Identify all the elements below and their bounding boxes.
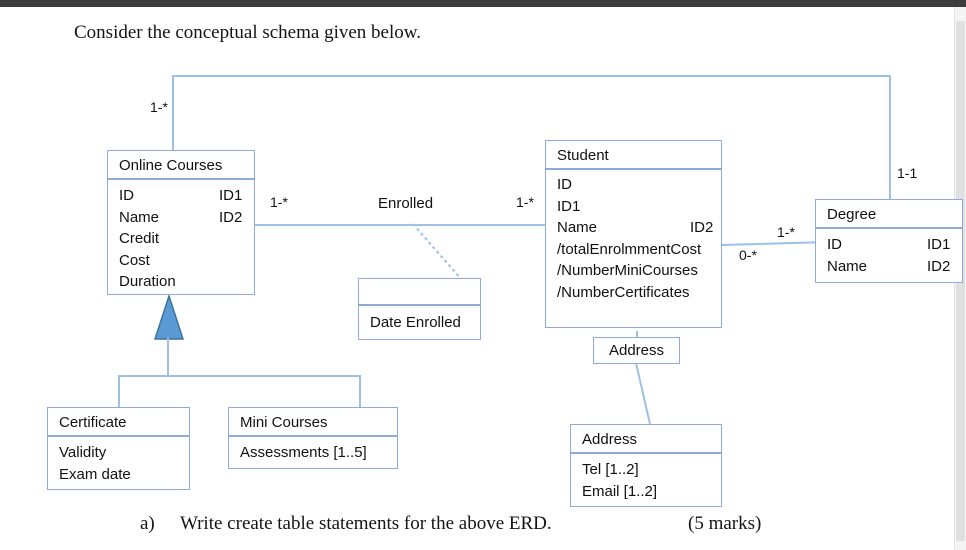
generalization-triangle-icon [153,294,185,340]
attribute-name: ID [827,236,842,253]
line-courses-up [172,75,174,151]
line-enrolled-dashed [412,223,470,289]
attribute-key: ID2 [690,219,714,236]
class-student[interactable]: Student ID ID1 Name ID2 /totalEnrolmment… [545,140,722,328]
line-student-degree [721,241,815,246]
window-toolbar-strip [0,0,966,7]
attribute-name: Name [827,257,868,275]
attribute-key: ID2 [219,208,243,226]
question-text: Write create table statements for the ab… [179,513,552,534]
multiplicity-enrolled-source: 1-* [270,194,288,210]
association-name-enrolled: Enrolled [378,195,434,212]
attribute-name: Email [1..2] [582,482,658,500]
line-degree-down [889,75,891,202]
attribute-name: Assessments [1..5] [240,444,367,461]
question-label: a) [140,513,155,534]
prompt-text: Consider the conceptual schema given bel… [74,22,421,43]
line-generalization-stem [167,338,169,375]
attribute-name: Exam date [59,465,131,483]
class-degree[interactable]: Degree ID ID1 Name ID2 [815,199,963,283]
class-certificate[interactable]: Certificate Validity Exam date [47,407,190,490]
derived-attribute: /NumberMiniCourses [557,260,721,282]
multiplicity-courses-degree-left: 1-* [150,99,168,115]
multiplicity-student-degree-right: 1-* [777,224,795,240]
class-online-courses-attributes: ID ID1 Name ID2 Credit Cost Duration [107,179,255,295]
line-student-address [636,331,638,338]
attribute-row: ID1 [557,196,721,218]
attribute-key: ID2 [927,257,951,275]
attribute-name: ID [557,176,572,193]
attribute-name: Credit [119,230,160,247]
line-to-certificate [118,375,120,408]
attribute-row: ID [557,174,721,196]
question-marks: (5 marks) [688,513,762,534]
multiplicity-courses-degree-right: 1-1 [897,165,918,181]
attribute-name: Tel [1..2] [582,461,639,478]
derived-attribute-label: /NumberCertificates [557,283,690,301]
attribute-name: Duration [119,273,176,290]
class-degree-attributes: ID ID1 Name ID2 [815,228,963,283]
attribute-row: ID ID1 [827,234,962,256]
attribute-row: Date Enrolled [370,312,480,334]
attribute-row: Tel [1..2] [582,459,721,481]
class-mini-courses-attributes: Assessments [1..5] [228,436,398,469]
attribute-row: Name ID2 [119,207,254,229]
derived-attribute: /NumberCertificates [557,282,721,304]
line-to-mini-courses [359,375,361,408]
association-label-address[interactable]: Address [593,337,680,364]
attribute-name: ID [119,187,134,204]
class-certificate-attributes: Validity Exam date [47,436,190,490]
multiplicity-student-degree-left: 0-* [739,247,757,263]
class-student-title: Student [545,140,722,169]
attribute-name: Date Enrolled [370,314,461,331]
attribute-row: ID ID1 [119,185,254,207]
class-mini-courses-title: Mini Courses [228,407,398,436]
class-date-enrolled-attributes: Date Enrolled [358,305,481,340]
attribute-row: Name ID2 [827,256,962,278]
line-courses-degree-top [172,75,891,77]
class-degree-title: Degree [815,199,963,228]
derived-attribute-label: /NumberMiniCourses [557,262,698,279]
class-student-attributes: ID ID1 Name ID2 /totalEnrolmmentCost /Nu… [545,169,722,328]
multiplicity-enrolled-target: 1-* [516,194,534,210]
class-date-enrolled-title [358,278,481,305]
class-online-courses[interactable]: Online Courses ID ID1 Name ID2 Credit Co… [107,150,255,295]
line-generalization-split [118,375,361,377]
class-date-enrolled[interactable]: Date Enrolled [358,278,481,340]
derived-attribute: /totalEnrolmmentCost [557,240,702,258]
attribute-row: Cost [119,250,254,272]
attribute-row: Email [1..2] [582,481,721,503]
attribute-name: Cost [119,251,150,269]
attribute-row: Assessments [1..5] [240,442,397,464]
line-address-diagonal [635,362,651,425]
class-online-courses-title: Online Courses [107,150,255,179]
line-enrolled [249,224,545,226]
attribute-key: ID1 [927,236,951,253]
attribute-name: Name [557,219,598,236]
attribute-row: Exam date [59,464,189,486]
class-certificate-title: Certificate [47,407,190,436]
attribute-name: ID1 [557,197,581,215]
attribute-key: ID1 [219,187,243,204]
attribute-row: Name ID2 [557,217,721,239]
class-address[interactable]: Address Tel [1..2] Email [1..2] [570,424,722,507]
attribute-row: Duration [119,271,254,293]
attribute-name: Validity [59,444,107,461]
class-address-attributes: Tel [1..2] Email [1..2] [570,453,722,507]
attribute-row: Credit [119,228,254,250]
attribute-name: Name [119,208,160,226]
class-mini-courses[interactable]: Mini Courses Assessments [1..5] [228,407,398,469]
class-address-title: Address [570,424,722,453]
attribute-row: Validity [59,442,189,464]
question-caption: a) Write create table statements for the… [140,513,840,535]
